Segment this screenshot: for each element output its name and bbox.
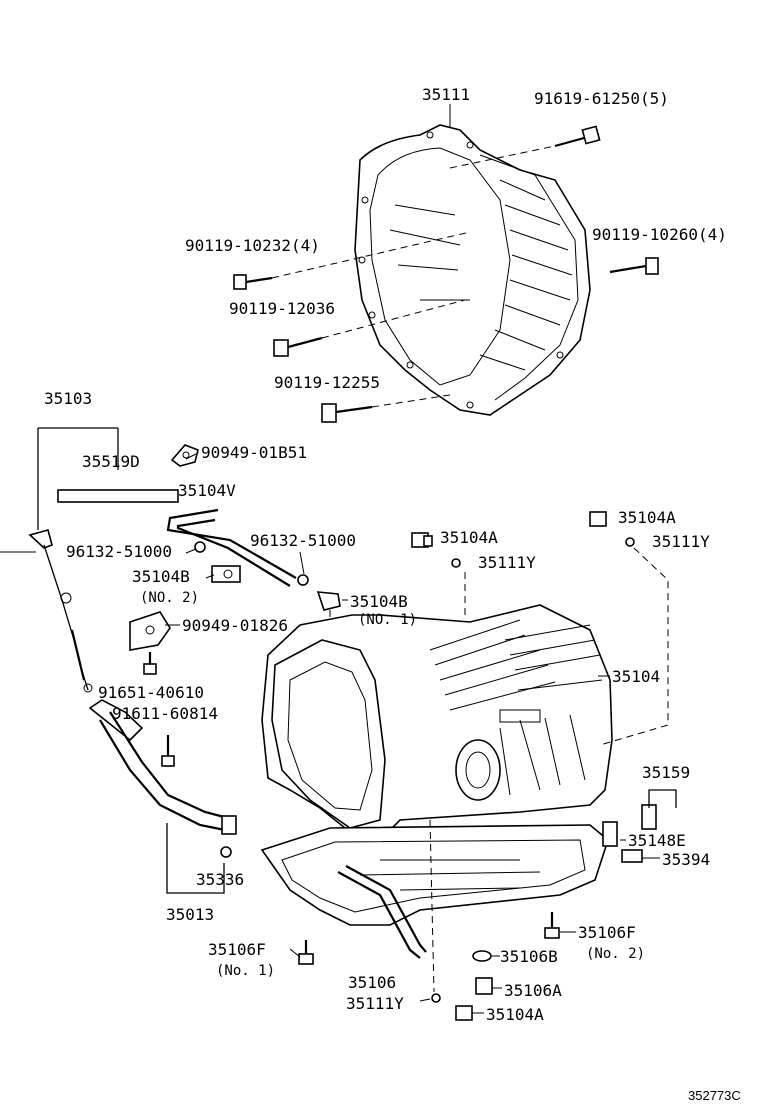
label-35111Y-upper-right: 35111Y (652, 532, 710, 551)
seal-35336 (220, 846, 232, 858)
fitting-35104B-no2 (211, 565, 241, 583)
label-90119-10260: 90119-10260(4) (592, 225, 727, 244)
label-90949-01B51: 90949-01B51 (201, 443, 307, 462)
label-35106A: 35106A (504, 981, 562, 1000)
bracket-90949-01826 (129, 611, 171, 675)
transmission-housing-35111 (354, 124, 591, 416)
plug-35104A-top-left (411, 532, 433, 548)
label-91651-40610: 91651-40610 (98, 683, 204, 702)
label-35103: 35103 (44, 389, 92, 408)
label-35394: 35394 (662, 850, 710, 869)
label-91619-61250: 91619-61250(5) (534, 89, 669, 108)
oil-pan-35106 (260, 824, 609, 959)
label-no1-upper: (NO. 1) (358, 612, 417, 628)
label-35106F-no2: 35106F (578, 923, 636, 942)
plug-35104A-top-right (589, 511, 607, 527)
label-no1-lower: (No. 1) (216, 963, 275, 979)
label-35104A-upper-left: 35104A (440, 528, 498, 547)
label-35104: 35104 (612, 667, 660, 686)
oring-35111Y-top-right (625, 537, 635, 547)
label-35111Y-upper-left: 35111Y (478, 553, 536, 572)
hose-35104V (166, 508, 309, 587)
clamp-90949-01B51 (170, 444, 199, 467)
label-35104A-upper-right: 35104A (618, 508, 676, 527)
bolt-91619-61250 (449, 125, 601, 169)
drain-plug-35106A (475, 977, 493, 995)
dipstick-assembly-35103 (28, 427, 179, 693)
label-35104A-bottom: 35104A (486, 1005, 544, 1024)
sensor-35159 (641, 789, 677, 830)
label-35148E: 35148E (628, 831, 686, 850)
bolt-90119-12036 (273, 299, 466, 357)
label-no2-lower: (No. 2) (586, 946, 645, 962)
label-35111: 35111 (422, 85, 470, 104)
label-35519D: 35519D (82, 452, 140, 471)
label-96132-51000-left: 96132-51000 (66, 542, 172, 561)
label-90119-12036: 90119-12036 (229, 299, 335, 318)
bolt-90119-10232 (233, 231, 471, 290)
label-35013: 35013 (166, 905, 214, 924)
filler-tube-35013 (88, 699, 237, 835)
oring-35111Y-top-left (451, 558, 461, 568)
label-35336: 35336 (196, 870, 244, 889)
bolt-90119-10260 (609, 257, 659, 275)
label-96132-51000-right: 96132-51000 (250, 531, 356, 550)
transmission-case-35104 (261, 604, 613, 841)
label-35111Y-bottom: 35111Y (346, 994, 404, 1013)
label-90119-12255: 90119-12255 (274, 373, 380, 392)
label-35104V: 35104V (178, 481, 236, 500)
diagram-reference-number: 352773C (688, 1088, 741, 1103)
label-35106B: 35106B (500, 947, 558, 966)
bolt-35106F-no1 (298, 940, 314, 965)
gasket-35106B (472, 950, 492, 962)
label-35159: 35159 (642, 763, 690, 782)
label-35104B-no1: 35104B (350, 592, 408, 611)
label-90949-01826: 90949-01826 (182, 616, 288, 635)
plug-35104A-bottom (455, 1005, 473, 1021)
label-35106F-no1: 35106F (208, 940, 266, 959)
bolt-90119-12255 (321, 394, 451, 423)
magnet-35394 (621, 849, 643, 863)
label-no2-upper: (NO. 2) (140, 590, 199, 606)
label-35104B-no2: 35104B (132, 567, 190, 586)
sensor-35148E (602, 821, 618, 847)
bolt-35106F-no2 (544, 912, 560, 939)
label-90119-10232: 90119-10232(4) (185, 236, 320, 255)
label-35106: 35106 (348, 973, 396, 992)
label-91611-60814: 91611-60814 (112, 704, 218, 723)
oring-35111Y-bottom (431, 993, 441, 1003)
